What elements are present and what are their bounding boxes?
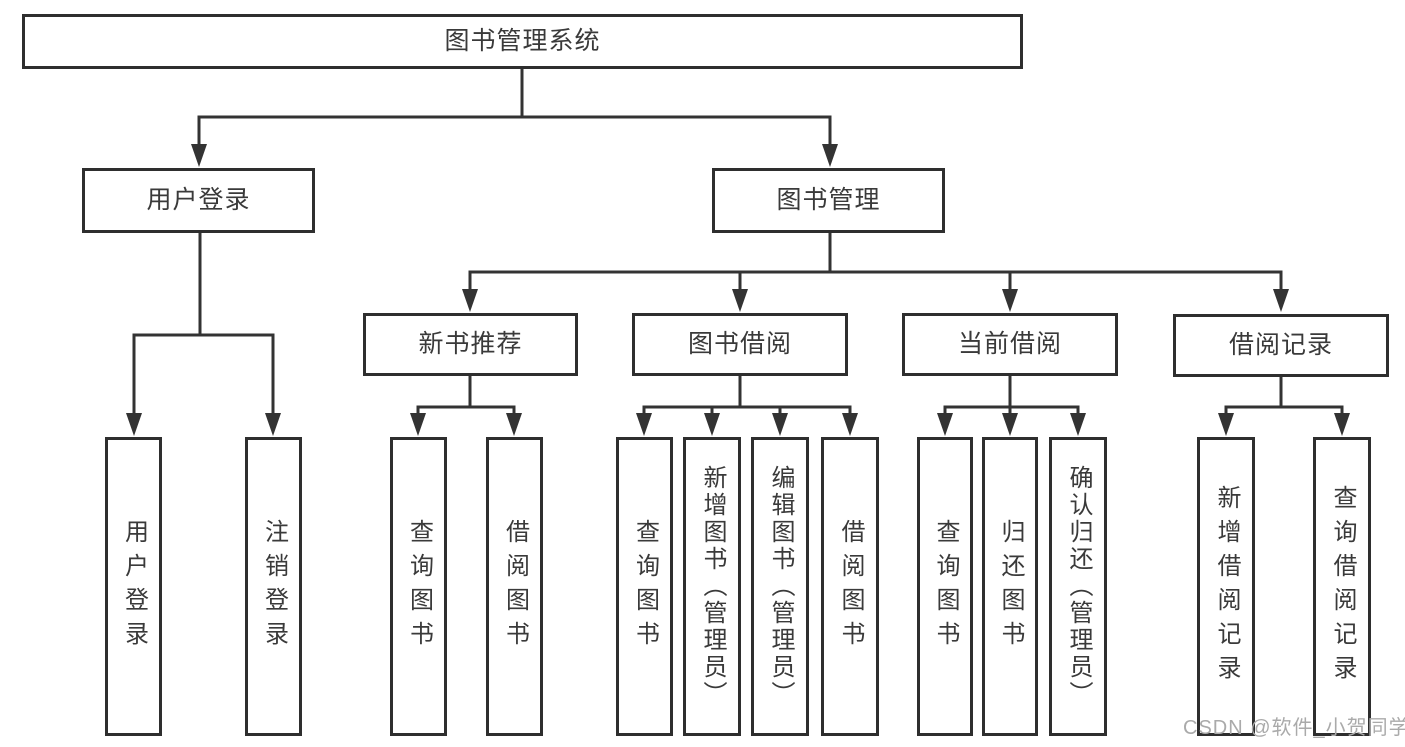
connector-root-to-level2 xyxy=(197,69,832,150)
connector-new-book-recommendation-to-leaves xyxy=(416,376,516,419)
leaf-search-books-current: 查询图书 xyxy=(917,437,973,736)
leaf-search-books-current-label: 查询图书 xyxy=(932,518,959,655)
node-book-borrowing: 图书借阅 xyxy=(632,313,848,376)
leaf-user-login: 用户登录 xyxy=(105,437,162,736)
node-current-borrowing-label: 当前借阅 xyxy=(957,330,1062,358)
node-borrowing-records-label: 借阅记录 xyxy=(1228,331,1333,359)
leaf-search-books-borrowing: 查询图书 xyxy=(616,437,673,736)
leaf-add-books-admin: 新增图书（管理员） xyxy=(683,437,741,736)
node-current-borrowing: 当前借阅 xyxy=(902,313,1118,376)
leaf-add-borrow-record-label: 新增借阅记录 xyxy=(1213,484,1240,689)
node-book-management-label: 图书管理 xyxy=(776,186,881,214)
leaf-borrow-books-recommend: 借阅图书 xyxy=(486,437,543,736)
node-book-management: 图书管理 xyxy=(712,168,945,233)
connector-current-borrowing-to-leaves xyxy=(943,376,1080,419)
leaf-add-borrow-record: 新增借阅记录 xyxy=(1197,437,1255,736)
connector-book-borrowing-to-leaves xyxy=(642,376,852,419)
leaf-search-books-recommend: 查询图书 xyxy=(390,437,447,736)
leaf-return-books-label: 归还图书 xyxy=(997,518,1024,655)
leaf-add-books-admin-label: 新增图书（管理员） xyxy=(699,465,726,708)
node-library-system: 图书管理系统 xyxy=(22,14,1023,69)
leaf-return-books: 归还图书 xyxy=(982,437,1038,736)
leaf-borrow-books-borrowing-label: 借阅图书 xyxy=(837,518,864,655)
csdn-watermark: CSDN @软件_小贺同学 xyxy=(1183,717,1405,739)
arrowheads xyxy=(126,144,1350,436)
leaf-logout-label: 注销登录 xyxy=(260,518,288,655)
connector-borrowing-records-to-leaves xyxy=(1224,377,1344,419)
leaf-search-books-borrowing-label: 查询图书 xyxy=(631,518,659,655)
leaf-confirm-return-admin: 确认归还（管理员） xyxy=(1049,437,1107,736)
leaf-user-login-label: 用户登录 xyxy=(120,518,148,655)
leaf-logout: 注销登录 xyxy=(245,437,302,736)
node-new-book-recommendation: 新书推荐 xyxy=(363,313,578,376)
leaf-edit-books-admin: 编辑图书（管理员） xyxy=(751,437,809,736)
node-user-login: 用户登录 xyxy=(82,168,315,233)
connector-user-login-to-leaves xyxy=(132,232,275,419)
node-new-book-recommendation-label: 新书推荐 xyxy=(418,330,523,358)
leaf-borrow-books-recommend-label: 借阅图书 xyxy=(501,518,529,655)
leaf-search-borrow-record-label: 查询借阅记录 xyxy=(1329,484,1356,689)
leaf-borrow-books-borrowing: 借阅图书 xyxy=(821,437,879,736)
leaf-search-books-recommend-label: 查询图书 xyxy=(405,518,433,655)
node-book-borrowing-label: 图书借阅 xyxy=(687,330,792,358)
leaf-confirm-return-admin-label: 确认归还（管理员） xyxy=(1065,465,1092,708)
node-user-login-label: 用户登录 xyxy=(146,186,251,214)
connector-book-management-to-level3 xyxy=(468,233,1283,295)
node-borrowing-records: 借阅记录 xyxy=(1173,314,1389,377)
leaf-search-borrow-record: 查询借阅记录 xyxy=(1313,437,1371,736)
node-library-system-label: 图书管理系统 xyxy=(444,27,601,55)
leaf-edit-books-admin-label: 编辑图书（管理员） xyxy=(767,465,794,708)
